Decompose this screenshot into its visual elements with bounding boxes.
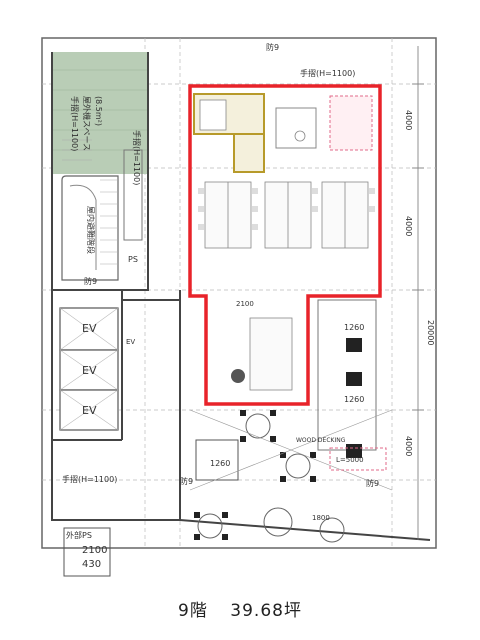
- staircase: [61, 139, 143, 281]
- elevator-bank: [59, 307, 119, 431]
- area-label: 39.68坪: [230, 601, 302, 621]
- floor-caption: 9階 39.68坪: [0, 596, 480, 621]
- external-ps-box: [63, 527, 111, 577]
- label-fire-1: 防9: [266, 42, 279, 52]
- label-outdoor-area: (8.5m²): [94, 96, 103, 126]
- label-ev-2: EV: [82, 364, 97, 377]
- label-outdoor-space: 屋外機スペース: [82, 96, 92, 151]
- floor-plan: 手摺(H=1100) 屋外機スペース (8.5m²) 手摺(H=1100) 屋内…: [41, 37, 437, 577]
- label-ev-3: EV: [82, 404, 97, 417]
- label-fire-2: 防9: [84, 276, 97, 286]
- label-dim-right-low: 4000: [404, 436, 413, 456]
- label-stair-guard: 手摺(H=1100): [132, 130, 142, 185]
- tenant-fixtures: [193, 93, 373, 173]
- label-dim-right-mid: 4000: [404, 216, 413, 236]
- label-dim-1260-a: 1260: [344, 323, 364, 332]
- label-ps: PS: [128, 255, 138, 264]
- label-fire-3: 防9: [180, 476, 193, 486]
- dimension-lines: [412, 46, 424, 540]
- label-dim-right-total: 20000: [426, 320, 435, 345]
- label-storage-note: L=5000: [336, 456, 364, 464]
- walls: [51, 52, 431, 541]
- label-dim-b: 430: [82, 559, 101, 570]
- label-handrail-top: 手摺(H=1100): [300, 68, 355, 78]
- label-handrail-left: 手摺(H=1100): [70, 96, 80, 151]
- terrace-furniture: [189, 409, 393, 543]
- label-dim-1260-b: 1260: [344, 395, 364, 404]
- label-dim-a: 2100: [82, 545, 107, 556]
- label-stair-note: 屋内避難階段: [86, 206, 96, 254]
- floor-label: 9階: [178, 601, 208, 621]
- chairs: [198, 188, 375, 230]
- label-ev-1: EV: [82, 322, 97, 335]
- label-ext-ps: 外部PS: [66, 530, 92, 540]
- outdoor-unit-space: [52, 52, 148, 174]
- tenant-outline: [188, 84, 382, 406]
- label-ev-4: EV: [126, 338, 135, 346]
- label-dim-2100: 2100: [236, 300, 254, 308]
- storage-mark: [329, 447, 387, 471]
- label-wood-deck: WOOD DECKING: [296, 437, 346, 444]
- room-icons: [346, 338, 362, 458]
- label-dim-right-top: 4000: [404, 110, 413, 130]
- building-outline: [41, 37, 437, 549]
- label-handrail-bottom: 手摺(H=1100): [62, 474, 117, 484]
- meeting-area: [231, 299, 377, 451]
- label-dim-1260-c: 1260: [210, 459, 230, 468]
- label-fire-4: 防9: [366, 478, 379, 488]
- label-dim-1800: 1800: [312, 514, 330, 522]
- desk-clusters: [204, 181, 369, 249]
